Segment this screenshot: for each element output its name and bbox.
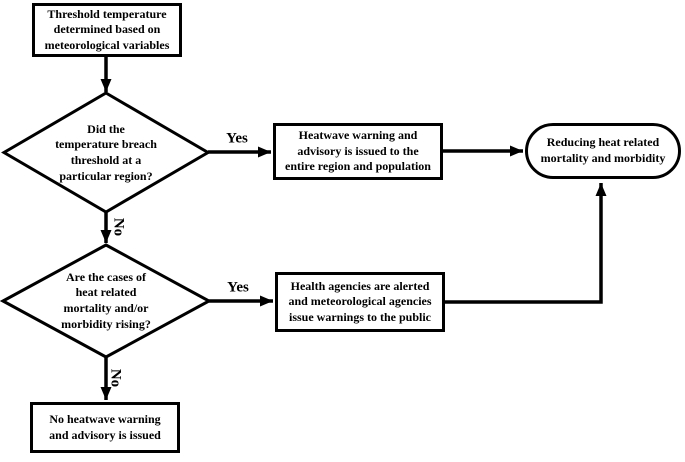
edge-label-no2: No xyxy=(107,368,124,388)
edge-label-yes1: Yes xyxy=(226,130,248,147)
edge-label-no1: No xyxy=(110,217,127,237)
decision2-diamond xyxy=(0,243,213,359)
edge-label-yes2: Yes xyxy=(227,279,249,296)
arrow-alert-to-outcome xyxy=(445,183,607,304)
decision1-diamond xyxy=(1,91,211,214)
